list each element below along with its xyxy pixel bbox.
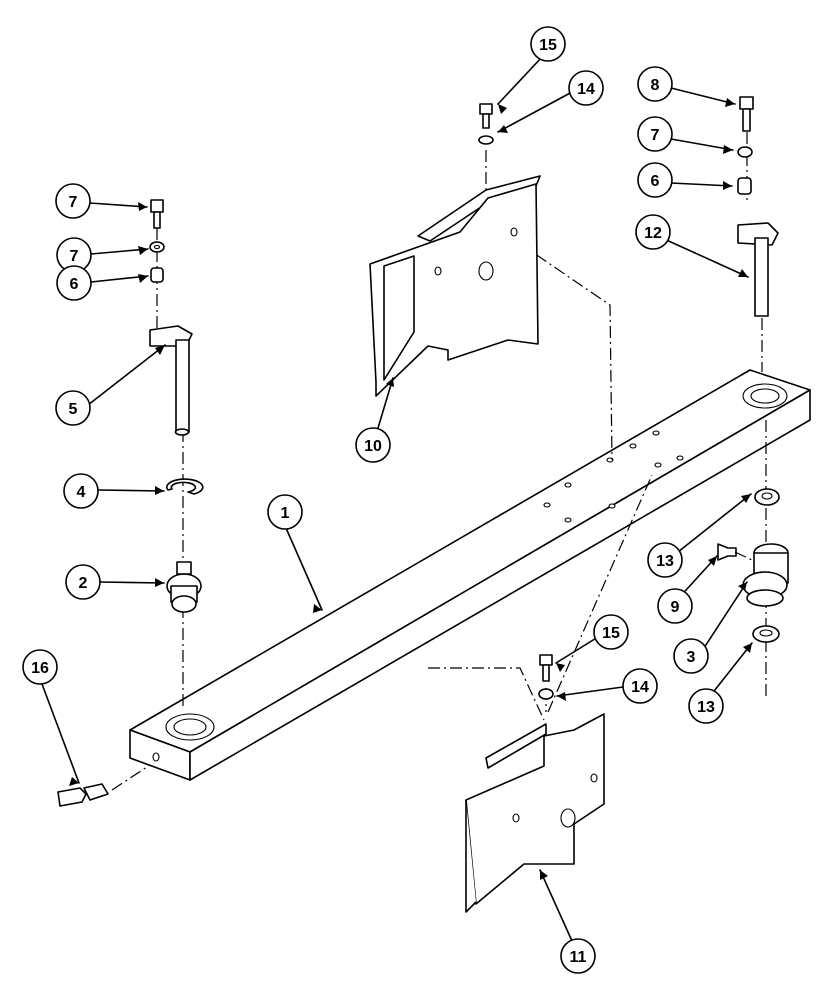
callout-9: 9 [657,588,693,624]
svg-text:14: 14 [631,679,649,696]
svg-text:11: 11 [570,949,587,966]
callout-6-right: 6 [637,162,673,198]
callout-5: 5 [55,390,91,426]
callout-15-upper: 15 [530,26,566,62]
callout-2: 2 [65,564,101,600]
svg-text:14: 14 [577,81,595,98]
left-pin-stack [149,199,204,710]
callout-15-lower: 15 [593,614,629,650]
callout-8-right: 8 [637,66,673,102]
thumb-screw [57,764,151,807]
svg-text:13: 13 [697,699,715,716]
svg-text:1: 1 [281,505,290,522]
callout-13-lower: 13 [688,688,724,724]
svg-text:8: 8 [651,77,660,94]
callout-6-left: 6 [56,265,92,301]
callout-13-upper: 13 [647,542,683,578]
svg-text:5: 5 [69,401,78,418]
bar-holes [543,430,684,523]
upper-bracket [369,103,613,461]
callout-14-upper: 14 [568,70,604,106]
svg-text:10: 10 [364,438,382,455]
right-pin-stack [717,96,789,700]
callout-3: 3 [673,638,709,674]
callout-12: 12 [635,214,671,250]
lower-bracket [428,474,653,913]
svg-text:12: 12 [644,225,662,242]
svg-text:15: 15 [539,37,557,54]
callout-4: 4 [63,473,99,509]
svg-text:7: 7 [651,127,660,144]
svg-text:6: 6 [651,173,660,190]
svg-text:15: 15 [602,625,620,642]
callout-bubbles: 7 7 6 5 4 2 1 16 10 15 14 8 7 6 12 13 9 … [22,26,724,974]
svg-text:16: 16 [31,660,49,677]
svg-text:6: 6 [70,276,79,293]
callout-8-left: 7 [55,183,91,219]
svg-text:13: 13 [656,553,674,570]
svg-text:9: 9 [671,599,680,616]
callout-16: 16 [22,649,58,685]
callout-14-lower: 14 [622,668,658,704]
svg-text:3: 3 [687,649,696,666]
callout-10: 10 [355,427,391,463]
svg-text:4: 4 [77,484,86,501]
svg-text:7: 7 [69,194,78,211]
svg-text:2: 2 [79,575,88,592]
svg-text:7: 7 [70,248,79,265]
callout-11: 11 [560,938,596,974]
callout-7-right: 7 [637,116,673,152]
main-bar [129,369,811,781]
callout-1: 1 [267,494,303,530]
